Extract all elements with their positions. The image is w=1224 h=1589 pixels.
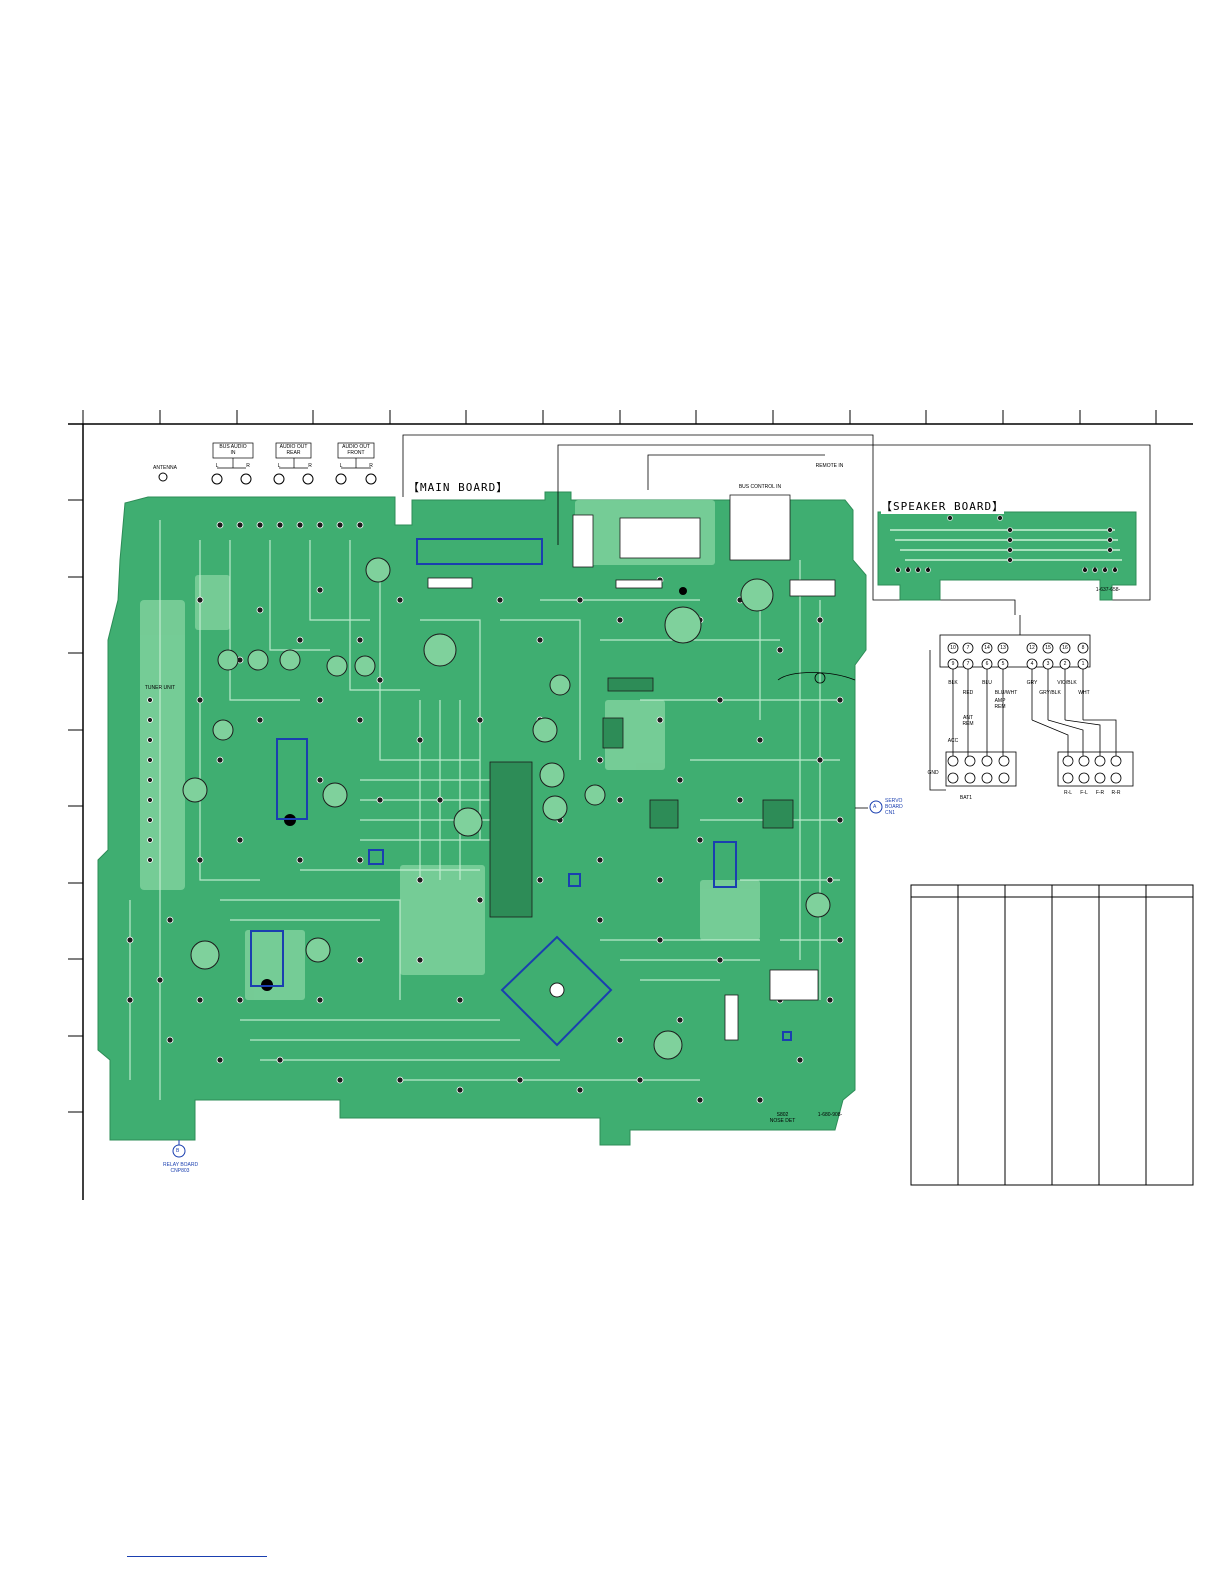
harness-pin: 7 xyxy=(966,661,970,667)
servo-board-label: SERVO BOARD CN1 xyxy=(885,798,903,816)
speaker-pin: 5 xyxy=(1083,567,1087,573)
harness-pin: 1 xyxy=(1081,661,1085,667)
wire-color: GRY/BLK xyxy=(1039,690,1061,696)
harness-pin: 9 xyxy=(951,661,955,667)
jack-bus-l: L xyxy=(215,463,219,469)
speaker-pin: 8 xyxy=(1113,567,1117,573)
harness-diagram xyxy=(929,615,1134,791)
speaker-output: F-L xyxy=(1080,790,1088,796)
speaker-pin: 6 xyxy=(1093,567,1097,573)
amp-rem-label: AMP REM xyxy=(994,698,1006,710)
main-board-title: 【MAIN BOARD】 xyxy=(408,479,509,495)
speaker-pin: 1 xyxy=(896,567,900,573)
reference-table xyxy=(910,884,1194,1186)
jack-front-l: L xyxy=(339,463,343,469)
wire-color: BLK xyxy=(948,680,958,686)
jack-front-r: R xyxy=(369,463,373,469)
pcb-traces xyxy=(129,520,840,1100)
harness-pin: 7 xyxy=(966,645,970,651)
relay-marker-letter: B xyxy=(176,1148,180,1154)
acc-label: ACC xyxy=(947,738,959,744)
footer-link-underline[interactable] xyxy=(127,1556,267,1557)
speaker-board-outline xyxy=(877,511,1137,601)
pcb-pads xyxy=(126,521,844,1104)
harness-lines xyxy=(402,434,1151,809)
jack-rear-l: L xyxy=(277,463,281,469)
jack-front-label: AUDIO OUT FRONT xyxy=(342,444,370,456)
harness-pin: 3 xyxy=(1046,661,1050,667)
harness-pin: 10 xyxy=(950,645,956,651)
main-part-no: 1-680-908- xyxy=(817,1112,843,1118)
harness-pin: 15 xyxy=(1045,645,1051,651)
top-connectors xyxy=(427,494,836,597)
harness-pin: 5 xyxy=(1001,661,1005,667)
speaker-output: F-R xyxy=(1095,790,1105,796)
jack-rear-label: AUDIO OUT REAR xyxy=(279,444,308,456)
grid-frame xyxy=(68,410,1193,1200)
ant-rem-label: ANT REM xyxy=(962,715,974,727)
wire-color: BLU/WHT xyxy=(994,690,1018,696)
wire-color: RED xyxy=(962,690,974,696)
harness-pin: 14 xyxy=(984,645,990,651)
ic-bodies xyxy=(489,677,819,1041)
speaker-board-title: 【SPEAKER BOARD】 xyxy=(881,498,1005,514)
connection-markers xyxy=(172,800,883,1158)
jack-rear-r: R xyxy=(308,463,312,469)
rca-jacks xyxy=(158,472,377,485)
wire-color: WHT xyxy=(1078,690,1090,696)
antenna-label: ANTENNA xyxy=(153,465,177,471)
harness-pin: 6 xyxy=(985,661,989,667)
speaker-output: R-R xyxy=(1111,790,1121,796)
bat-label: BAT1 xyxy=(959,795,973,801)
bus-control-label: BUS CONTROL IN xyxy=(738,484,782,490)
speaker-pin: 7 xyxy=(1103,567,1107,573)
remote-label: REMOTE IN xyxy=(815,463,844,469)
speaker-output: R-L xyxy=(1063,790,1073,796)
harness-pin: 4 xyxy=(1030,661,1034,667)
ic-outlines xyxy=(250,538,792,1047)
tuner-label: TUNER UNIT xyxy=(144,685,176,691)
capacitors xyxy=(182,557,831,1060)
harness-pin: 16 xyxy=(1062,645,1068,651)
speaker-pin: 4 xyxy=(926,567,930,573)
board-light-areas xyxy=(140,500,760,1000)
relay-board-label: RELAY BOARD CNP803 xyxy=(163,1162,199,1174)
speaker-pin: 3 xyxy=(916,567,920,573)
speaker-pin: 2 xyxy=(906,567,910,573)
wire-color: GRY xyxy=(1026,680,1038,686)
jack-bus-r: R xyxy=(246,463,250,469)
wire-color: VIO/BLK xyxy=(1057,680,1077,686)
speaker-part-no: 1-637-658- xyxy=(1095,587,1121,593)
nose-det-label: S802 NOSE DET xyxy=(769,1112,796,1124)
wire-color: BLU xyxy=(982,680,992,686)
harness-pin: 2 xyxy=(1063,661,1067,667)
jack-bus-audio-label: BUS AUDIO IN xyxy=(219,444,247,456)
harness-pin: 8 xyxy=(1081,645,1085,651)
gnd-label: GND xyxy=(927,770,939,776)
harness-pin: 12 xyxy=(1029,645,1035,651)
servo-marker-letter: A xyxy=(873,804,877,810)
harness-pin: 13 xyxy=(1000,645,1006,651)
